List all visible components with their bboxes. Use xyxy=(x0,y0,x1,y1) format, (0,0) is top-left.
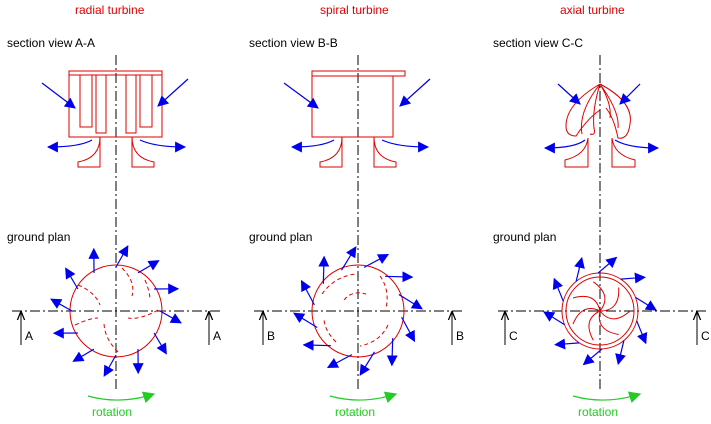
ground-plan-label: ground plan xyxy=(7,230,70,244)
cut-letter-right: C xyxy=(701,329,710,343)
flow-arrow xyxy=(552,277,564,302)
flow-arrow xyxy=(399,78,431,107)
flow-arrow xyxy=(543,139,586,154)
flow-arrows-radial xyxy=(50,245,182,377)
ground-plan-drawing: A A xyxy=(12,245,221,377)
cut-letter-right: A xyxy=(213,329,221,343)
flow-arrow xyxy=(597,256,618,274)
flow-arrow xyxy=(159,310,182,324)
flow-arrow xyxy=(401,316,416,343)
cut-letter-left: B xyxy=(267,329,275,343)
flow-arrow xyxy=(615,340,626,366)
flow-arrows-spiral xyxy=(293,246,423,376)
panel-title: axial turbine xyxy=(560,3,625,17)
flow-arrow xyxy=(557,83,581,105)
ground-plan-drawing: B B xyxy=(254,246,465,376)
flow-arrow xyxy=(157,78,189,107)
flow-arrow xyxy=(574,256,585,282)
flow-arrow xyxy=(636,320,648,345)
ground-plan-drawing: C C xyxy=(498,256,710,366)
flow-arrow xyxy=(41,82,76,109)
cut-letter-right: B xyxy=(456,329,464,343)
rotation-arrow xyxy=(329,391,398,404)
rotation-arrow xyxy=(572,391,642,403)
flow-arrow xyxy=(153,332,167,355)
flow-arrow xyxy=(300,279,315,306)
flow-arrow xyxy=(543,311,565,326)
section-view-drawing xyxy=(543,55,660,390)
cut-letter-left: A xyxy=(25,329,33,343)
section-view-label: section view C-C xyxy=(493,36,583,50)
flow-arrow xyxy=(115,245,129,268)
panel-axial-turbine: axial turbine section view C-C ground pl… xyxy=(493,3,710,419)
flow-arrow xyxy=(72,348,95,362)
rotation-arrow xyxy=(87,391,156,404)
runner-blade xyxy=(588,310,601,341)
flow-arrow xyxy=(326,354,353,369)
flow-arrow xyxy=(65,267,79,290)
flow-arrow xyxy=(340,246,357,271)
flow-arrow xyxy=(283,82,319,109)
flow-arrow xyxy=(363,253,390,268)
flow-arrow xyxy=(554,338,580,350)
flow-arrow xyxy=(386,338,398,367)
section-view-drawing xyxy=(41,55,189,390)
rotation-label: rotation xyxy=(578,405,618,419)
runner-blades xyxy=(572,281,631,341)
cut-letter-left: C xyxy=(509,329,518,343)
flow-arrow xyxy=(385,271,414,283)
flow-arrow xyxy=(398,293,423,310)
flow-arrow xyxy=(381,139,430,153)
runner-blade xyxy=(599,287,620,312)
flow-arrow xyxy=(50,298,73,312)
flow-arrow xyxy=(137,260,160,274)
rotation-label: rotation xyxy=(92,405,132,419)
section-view-drawing xyxy=(283,55,431,390)
runner-blade xyxy=(572,308,601,325)
ground-plan-label: ground plan xyxy=(249,230,312,244)
flow-arrow xyxy=(359,351,376,376)
panel-title: spiral turbine xyxy=(320,3,389,17)
flow-arrow xyxy=(290,139,335,153)
panel-title: radial turbine xyxy=(75,3,145,17)
section-view-label: section view B-B xyxy=(249,36,338,50)
runner-blade xyxy=(593,281,606,312)
flow-arrow xyxy=(302,339,331,351)
flow-arrow xyxy=(293,312,318,329)
flow-arrow xyxy=(103,354,117,377)
flow-arrow xyxy=(635,296,657,311)
ground-plan-label: ground plan xyxy=(493,230,556,244)
flow-arrow xyxy=(620,272,646,284)
flow-arrow xyxy=(619,83,641,105)
runner-blade xyxy=(599,310,631,320)
rotation-label: rotation xyxy=(335,405,375,419)
flow-arrow xyxy=(318,255,330,284)
section-view-label: section view A-A xyxy=(7,36,95,50)
runner-blade xyxy=(572,295,601,312)
flow-arrow xyxy=(46,139,93,153)
flow-arrow xyxy=(139,139,187,153)
panel-spiral-turbine: spiral turbine section view B-B ground p… xyxy=(249,3,465,419)
flow-arrow xyxy=(582,348,603,366)
runner-blade xyxy=(598,310,619,335)
flow-arrow xyxy=(614,139,660,154)
flow-arrows-axial xyxy=(543,256,657,366)
panel-radial-turbine: radial turbine section view A-A ground p… xyxy=(7,3,221,419)
